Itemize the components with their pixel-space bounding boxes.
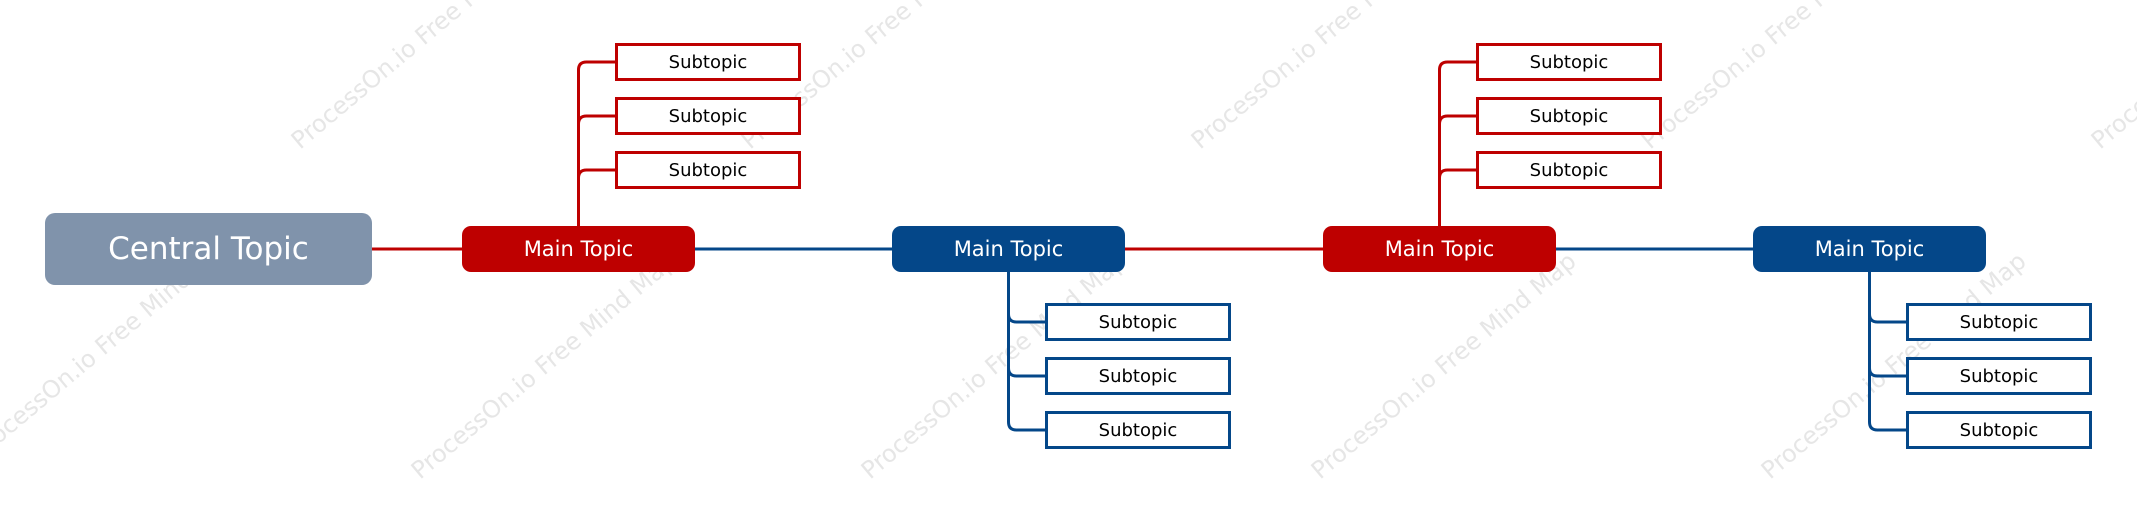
subtopic-label: Subtopic [668,105,748,127]
main-topic-label: Main Topic [523,237,634,261]
subtopic-label: Subtopic [668,159,748,181]
subtopic-label: Subtopic [1959,419,2039,441]
branch-connector [1868,367,1906,378]
branch-connector [1007,367,1045,378]
watermark-text: ProcessOn.io Free Mind Map [2086,0,2137,155]
subtopic-label: Subtopic [1098,311,1178,333]
subtopic-label: Subtopic [668,51,748,73]
main-topic-label: Main Topic [1384,237,1495,261]
watermark-text: ProcessOn.io Free Mind Map [1636,0,1912,155]
main-topic-4[interactable]: Main Topic [1753,226,1986,272]
central-topic-label: Central Topic [108,231,309,267]
branch-connector [577,168,615,179]
main-topic-label: Main Topic [953,237,1064,261]
branch-connector [577,60,615,71]
subtopic-2-3[interactable]: Subtopic [1045,411,1231,449]
subtopic-4-2[interactable]: Subtopic [1906,357,2092,395]
branch-connector [1438,114,1476,125]
subtopic-label: Subtopic [1959,311,2039,333]
subtopic-4-3[interactable]: Subtopic [1906,411,2092,449]
branch-connector [1007,421,1045,432]
branch-connector [577,114,615,125]
main-topic-1[interactable]: Main Topic [462,226,695,272]
main-topic-2[interactable]: Main Topic [892,226,1125,272]
subtopic-1-3[interactable]: Subtopic [615,151,801,189]
watermark-text: ProcessOn.io Free Mind Map [1186,0,1462,155]
main-topic-label: Main Topic [1814,237,1925,261]
watermark-text: ProcessOn.io Free Mind Map [406,247,682,485]
subtopic-3-2[interactable]: Subtopic [1476,97,1662,135]
subtopic-label: Subtopic [1959,365,2039,387]
branch-connector [1007,313,1045,324]
subtopic-label: Subtopic [1529,51,1609,73]
branch-connector [1868,313,1906,324]
subtopic-4-1[interactable]: Subtopic [1906,303,2092,341]
subtopic-label: Subtopic [1529,159,1609,181]
central-topic[interactable]: Central Topic [45,213,372,285]
branch-connector [1438,168,1476,179]
watermark-text: ProcessOn.io Free Mind Map [1306,247,1582,485]
subtopic-2-1[interactable]: Subtopic [1045,303,1231,341]
subtopic-label: Subtopic [1098,365,1178,387]
subtopic-1-1[interactable]: Subtopic [615,43,801,81]
branch-connector [1438,60,1476,71]
subtopic-2-2[interactable]: Subtopic [1045,357,1231,395]
subtopic-label: Subtopic [1529,105,1609,127]
subtopic-1-2[interactable]: Subtopic [615,97,801,135]
watermark-text: ProcessOn.io Free Mind Map [286,0,562,155]
main-topic-3[interactable]: Main Topic [1323,226,1556,272]
subtopic-label: Subtopic [1098,419,1178,441]
subtopic-3-1[interactable]: Subtopic [1476,43,1662,81]
subtopic-3-3[interactable]: Subtopic [1476,151,1662,189]
branch-connector [1868,421,1906,432]
